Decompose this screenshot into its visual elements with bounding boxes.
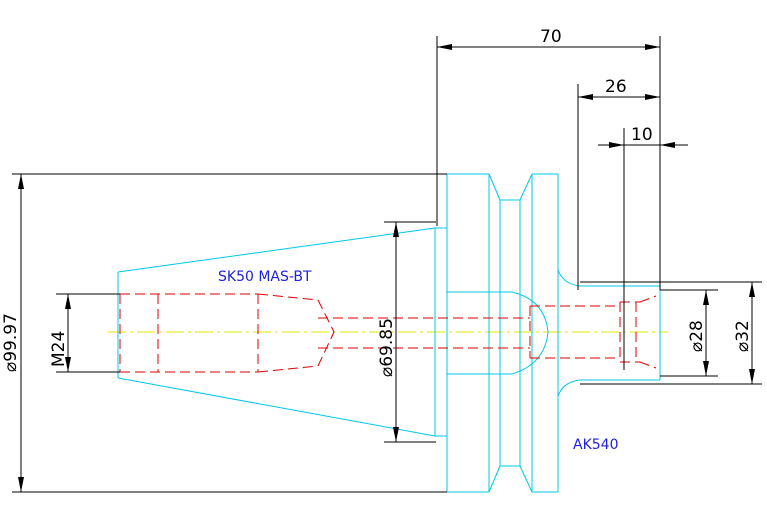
part-outline — [117, 173, 661, 493]
dim-flange-diameter-label: ⌀99.97 — [1, 313, 21, 372]
dim-outer-diameter-label: ⌀32 — [733, 320, 753, 352]
dimension-right-section: 26 — [577, 77, 660, 290]
dimension-flange-diameter: ⌀99.97 — [1, 173, 447, 493]
dimension-taper-diameter: ⌀69.85 — [377, 221, 436, 443]
dim-bore-diameter-label: ⌀28 — [687, 320, 707, 352]
dimension-thread: M24 — [49, 293, 120, 373]
dim-small-step-label: 10 — [631, 125, 653, 145]
dim-right-section-label: 26 — [605, 77, 627, 97]
dimension-small-step: 10 — [598, 125, 688, 370]
hidden-bore-lines — [119, 293, 657, 373]
dim-taper-diameter-label: ⌀69.85 — [377, 318, 397, 377]
dimension-overall-length: 70 — [436, 27, 661, 290]
dim-thread-label: M24 — [49, 331, 69, 367]
dim-overall-length-label: 70 — [540, 27, 562, 47]
adapter-model-label: AK540 — [573, 437, 618, 453]
dimension-bore-diameter: ⌀28 — [660, 289, 718, 377]
taper-spec-label: SK50 MAS-BT — [218, 269, 312, 285]
dimension-outer-diameter: ⌀32 — [580, 281, 762, 385]
